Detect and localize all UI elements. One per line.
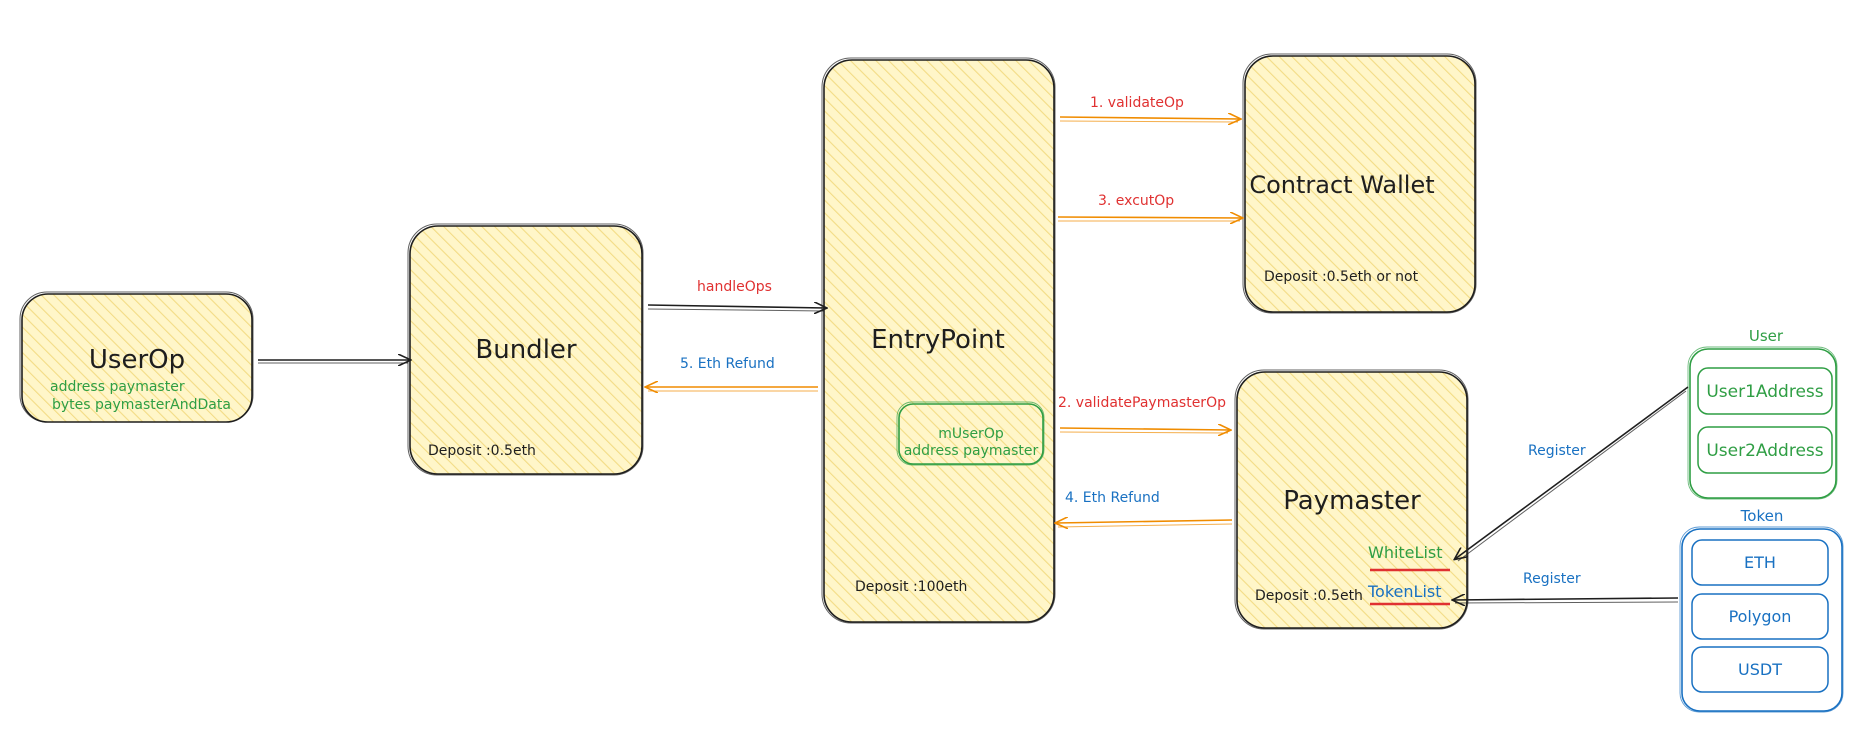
arrow-handle-ops: handleOps [647,279,826,311]
token-item-polygon-label: Polygon [1729,607,1792,626]
userop-line2: bytes paymasterAndData [52,397,231,413]
token-item-eth[interactable]: ETH [1691,539,1829,586]
validate-paymaster-label: 2. validatePaymasterOp [1058,395,1226,411]
paymaster-tokenlist: TokenList [1367,582,1442,601]
user-group[interactable]: User User1Address User2Address [1687,327,1838,500]
user-item-2-label: User2Address [1706,441,1823,461]
exec-op-label: 3. excutOp [1098,193,1174,209]
arrow-userop-to-bundler [258,360,410,363]
bundler-box[interactable]: Bundler Deposit :0.5eth [407,223,644,476]
paymaster-title: Paymaster [1283,486,1421,516]
refund-5-label: 5. Eth Refund [680,356,775,372]
bundler-deposit: Deposit :0.5eth [428,443,536,459]
user-group-title: User [1749,327,1784,345]
token-item-polygon[interactable]: Polygon [1691,593,1829,640]
entrypoint-box[interactable]: EntryPoint Deposit :100eth mUserOp addre… [821,57,1056,624]
refund-4-label: 4. Eth Refund [1065,490,1160,506]
user-item-1[interactable]: User1Address [1697,367,1833,415]
muserop-line2: address paymaster [904,443,1039,459]
contract-wallet-box[interactable]: Contract Wallet Deposit :0.5eth or not [1242,53,1477,314]
arrow-register-token: Register [1453,571,1679,603]
userop-title: UserOp [89,345,185,375]
arrow-validate-paymaster: 2. validatePaymasterOp [1058,395,1230,433]
token-item-usdt-label: USDT [1738,660,1782,679]
paymaster-deposit: Deposit :0.5eth [1255,588,1363,604]
arrow-refund-5: 5. Eth Refund [646,356,818,391]
muserop-box[interactable]: mUserOp address paymaster [896,401,1045,466]
token-item-eth-label: ETH [1744,553,1776,572]
bundler-title: Bundler [475,335,577,365]
arrow-refund-4: 4. Eth Refund [1056,490,1233,527]
handle-ops-label: handleOps [697,279,772,295]
arrow-exec-op: 3. excutOp [1057,193,1242,221]
paymaster-whitelist: WhiteList [1368,543,1443,562]
register-token-label: Register [1523,571,1581,587]
entrypoint-deposit: Deposit :100eth [855,579,967,595]
token-group[interactable]: Token ETH Polygon USDT [1679,507,1844,713]
user-item-2[interactable]: User2Address [1697,426,1833,474]
wallet-title: Contract Wallet [1249,171,1434,199]
arrow-validate-op: 1. validateOp [1059,95,1240,122]
paymaster-box[interactable]: Paymaster WhiteList Deposit :0.5eth Toke… [1234,369,1469,630]
userop-line1: address paymaster [50,379,185,395]
userop-box[interactable]: UserOp address paymaster bytes paymaster… [19,291,254,423]
token-group-title: Token [1740,507,1784,525]
muserop-line1: mUserOp [938,426,1004,442]
arrow-register-user: Register [1455,386,1689,562]
entrypoint-title: EntryPoint [871,325,1005,355]
wallet-deposit: Deposit :0.5eth or not [1264,269,1419,285]
token-item-usdt[interactable]: USDT [1691,646,1829,693]
validate-op-label: 1. validateOp [1090,95,1184,111]
user-item-1-label: User1Address [1706,382,1823,402]
register-user-label: Register [1528,443,1586,459]
